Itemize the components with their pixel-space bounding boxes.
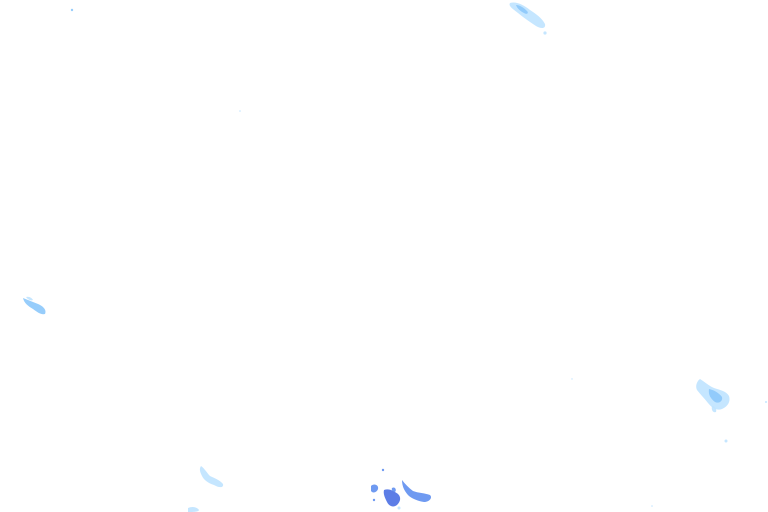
precip-speck xyxy=(239,110,241,112)
cell-bottom-left xyxy=(188,466,224,512)
cell-right-middle xyxy=(696,379,767,443)
precip-speck xyxy=(571,378,573,380)
cell-left-edge xyxy=(23,296,46,315)
precip-blob xyxy=(23,298,46,315)
precip-blob xyxy=(509,2,546,29)
precip-speck xyxy=(765,401,767,403)
cell-specks xyxy=(70,8,653,507)
precip-blob xyxy=(402,480,432,502)
precip-blob xyxy=(199,466,224,488)
precip-speck xyxy=(651,505,653,507)
precip-speck xyxy=(372,498,376,502)
precip-speck xyxy=(397,506,401,510)
precip-blob xyxy=(26,296,33,301)
precip-blob xyxy=(391,487,396,492)
precip-speck xyxy=(724,439,728,443)
cell-top-center xyxy=(509,2,547,35)
precip-blob xyxy=(708,389,723,403)
precip-blob xyxy=(371,484,379,493)
precip-blob xyxy=(383,489,401,507)
precip-blob xyxy=(516,5,528,14)
precip-speck xyxy=(70,8,74,12)
precip-speck xyxy=(381,468,385,472)
cell-bottom-center xyxy=(371,468,432,510)
precip-blob xyxy=(711,406,717,413)
precip-blob xyxy=(188,506,199,512)
precip-speck xyxy=(543,31,547,35)
